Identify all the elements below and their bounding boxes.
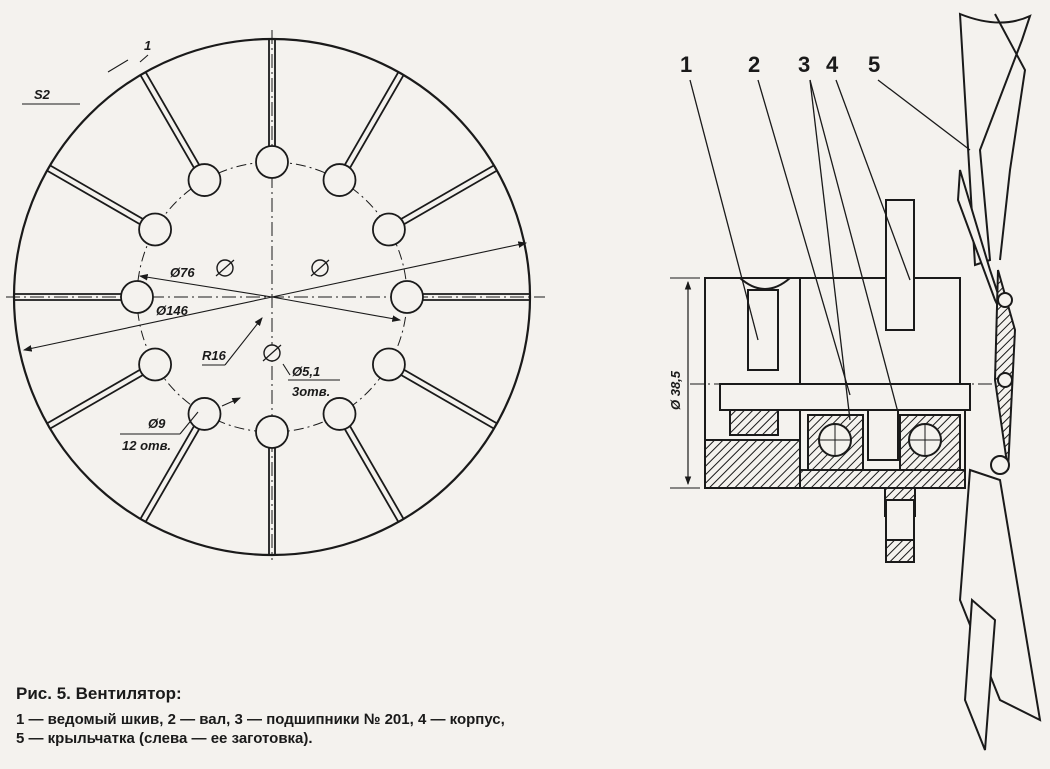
rim-hole	[138, 212, 172, 247]
rim-holes-count: 12 отв.	[122, 438, 171, 453]
blade-slot	[46, 169, 141, 225]
rim-hole	[322, 397, 357, 431]
blade-slot	[144, 428, 200, 523]
rim-hole	[372, 347, 406, 382]
blade-slot	[344, 428, 400, 523]
blade-slot	[144, 71, 200, 166]
rim-hole	[255, 145, 289, 179]
rim-holes	[120, 145, 424, 449]
radius-label: R16	[202, 348, 227, 363]
impeller-blades	[956, 12, 1042, 751]
callout-2: 2	[748, 52, 760, 77]
blade-slot	[400, 374, 495, 430]
center-holes-count: 3отв.	[292, 384, 330, 399]
blade-slot	[139, 74, 195, 169]
pulley	[704, 277, 801, 489]
rim-hole	[322, 163, 357, 197]
rim-hole	[187, 397, 222, 431]
blade-slot	[403, 169, 498, 225]
blade-slot	[49, 374, 144, 430]
blade-thickness-label: 1	[144, 38, 151, 53]
blade-slot	[403, 369, 498, 425]
blade-slot	[349, 74, 405, 169]
rim-hole	[390, 280, 424, 314]
callout-5: 5	[868, 52, 880, 77]
rim-hole	[372, 212, 406, 247]
callout-3: 3	[798, 52, 810, 77]
blade-slots	[14, 39, 530, 555]
rim-hole	[187, 163, 222, 197]
bearings	[818, 423, 942, 457]
pulley-diameter-label: Ø 38,5	[668, 370, 683, 410]
rim-hole	[138, 347, 172, 382]
blade-slot	[344, 71, 400, 166]
center-holes	[215, 259, 330, 362]
rim-holes-label: Ø9	[148, 416, 166, 431]
figure-caption: Рис. 5. Вентилятор: 1 — ведомый шкив, 2 …	[16, 684, 736, 748]
callout-4: 4	[826, 52, 839, 77]
caption-title: Рис. 5. Вентилятор:	[16, 684, 182, 703]
callout-leaders	[689, 79, 971, 421]
center-holes-label: Ø5,1	[292, 364, 320, 379]
blade-slot	[139, 425, 195, 520]
material-label: S2	[34, 87, 51, 102]
shaft	[719, 199, 971, 563]
rim-hole	[120, 280, 154, 314]
outer-diameter-label: Ø146	[156, 303, 189, 318]
blade-slot	[349, 425, 405, 520]
blade-slot	[400, 164, 495, 220]
dimension-lines	[22, 54, 528, 435]
blade-slot	[49, 164, 144, 220]
caption-line-1: 1 — ведомый шкив, 2 — вал, 3 — подшипник…	[16, 711, 505, 728]
rim-hole	[255, 415, 289, 449]
callout-1: 1	[680, 52, 692, 77]
impeller-blank: 1 S2 Ø76 Ø146 R16 Ø5,1 3отв. Ø9 12 отв.	[6, 30, 545, 560]
blade-slot	[46, 369, 141, 425]
caption-line-2: 5 — крыльчатка (слева — ее заготовка).	[16, 730, 313, 747]
fan-assembly	[670, 12, 1042, 751]
bolt-circle-label: Ø76	[170, 265, 195, 280]
